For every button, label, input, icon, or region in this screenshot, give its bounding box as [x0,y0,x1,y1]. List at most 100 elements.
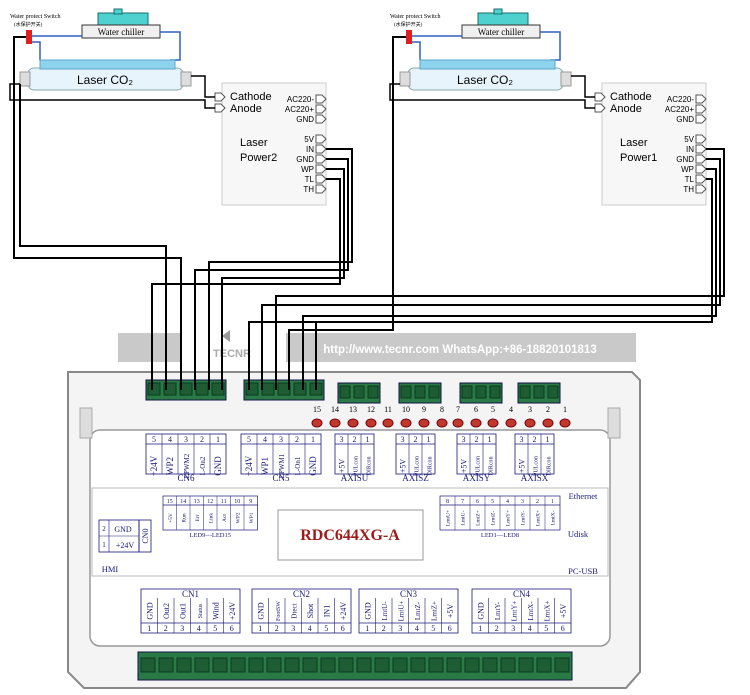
pin-number: 6 [448,624,452,633]
pin-name: GND [114,525,132,534]
terminal-screw [428,385,440,399]
pin-number: 6 [561,624,565,633]
pin-name: +24V [228,602,237,621]
chiller-knob [113,8,123,15]
led-indicator [505,418,517,428]
water-chiller-label: Water chiller [478,27,525,37]
led-number: 7 [456,405,460,414]
pin-number: 4 [308,624,312,633]
pin-name: LmtZ+ [430,601,438,621]
terminal-screw [536,657,552,673]
power-pin-label: AC220- [287,95,314,104]
terminal-screw [367,385,379,399]
terminal-screw [353,385,365,399]
terminal-screw [158,657,174,673]
power-pin-label: AC220+ [665,105,694,114]
terminal-screw [500,657,516,673]
terminal-icon [594,92,606,102]
pin-name: Wind [211,602,220,619]
pin-name: LPWM1 [278,453,286,478]
bottom-terminal-strip [137,651,573,681]
pin-terminal-icon [315,184,327,194]
terminal-screw [475,385,487,399]
laser-tube-jacket [39,59,176,70]
led-number: 11 [384,405,392,414]
model-box [277,509,424,561]
power-pin-label: WP [681,165,694,174]
wire [151,178,341,390]
terminal-screw [554,657,570,673]
pin-table-frame [162,495,258,531]
pin-number: 2 [275,624,279,633]
terminal-screw [489,385,501,399]
pin-number: 6 [230,624,234,633]
pin-number: 4 [528,624,532,633]
pin-terminal-icon [695,174,707,184]
pin-number: 4 [263,435,267,444]
pin-name: +5V [559,604,568,619]
pin-number: 4 [168,435,172,444]
pin-number: 1 [488,435,492,444]
pin-number: 1 [365,624,369,633]
led-group-label: LED1—LED8 [481,532,519,539]
led-number: 9 [249,499,252,505]
coolant-pipe [32,41,41,60]
led-number: 1 [551,499,554,505]
led-number: 6 [474,405,478,414]
power-pin-label: TH [303,185,314,194]
pin-name: Status [198,603,204,618]
led-number: 15 [313,405,321,414]
pin-table-frame [145,433,227,475]
banner-block [118,333,182,362]
laser-tube-label: Laser CO₂ [457,73,513,87]
pin-number: 1 [147,624,151,633]
terminal-screw [518,657,534,673]
cathode-wire [191,75,215,98]
cn6-terminal [145,379,227,401]
pin-terminal-icon [315,154,327,164]
pin-terminal-icon [695,144,707,154]
terminal-screw [339,385,351,399]
pin-number: 6 [341,624,345,633]
terminal-icon [594,103,606,113]
water-protect-wire [13,36,182,390]
power-pin-label: TH [683,185,694,194]
udisk-label: Udisk [568,529,589,539]
anode-label: Anode [610,103,642,115]
pin-number: 1 [216,435,220,444]
pin-number: 3 [462,435,466,444]
terminal-screw [338,657,354,673]
connector-label: AXISY [463,473,491,483]
led-name: LmtZ- [491,511,497,526]
pin-terminal-icon [695,154,707,164]
pin-table-frame [334,433,375,475]
led-name: Run [181,513,187,522]
cathode-label: Cathode [610,91,652,103]
pin-terminal-icon [315,114,327,124]
pin-table-frame [240,433,322,475]
led-name: LmtU+ [446,510,452,526]
led-name: +5V [168,513,174,523]
pin-table-frame [514,433,555,475]
led-indicator [487,418,499,428]
pin-number: 5 [247,435,251,444]
power-title: Laser [620,137,648,149]
axisx-terminal [517,382,561,404]
pin-name: +5V [518,459,527,474]
connector-label: AXISU [341,473,369,483]
chiller-knob [493,8,503,15]
laser-tube-jacket [419,59,556,70]
terminal-screw [400,385,412,399]
power-pin-label: TL [305,175,315,184]
pin-number: 3 [291,624,295,633]
power-pin-label: AC220+ [285,105,314,114]
led-number: 12 [367,405,375,414]
pin-number: 2 [102,525,106,533]
water-protect-wire [288,36,406,390]
pin-name: GND [213,456,223,476]
pin-number: 2 [295,435,299,444]
pin-number: 2 [164,624,168,633]
pin-table-frame [395,433,436,475]
